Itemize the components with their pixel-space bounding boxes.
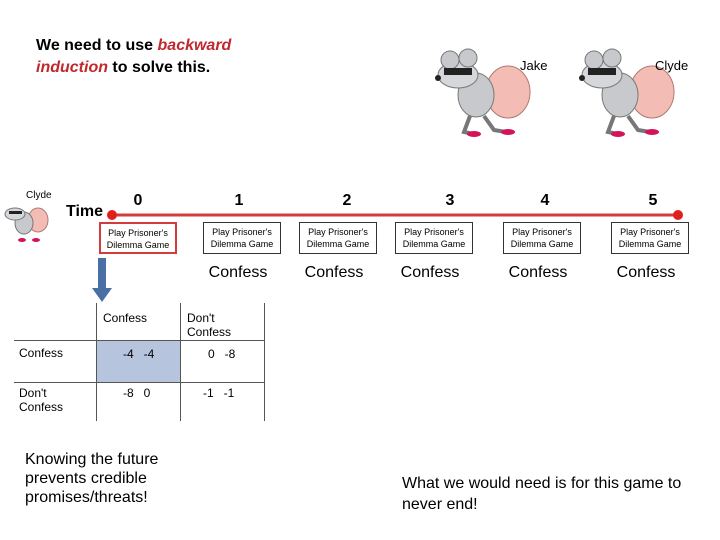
time-label: Time <box>66 203 104 220</box>
matrix-cell-dd: -1 -1 <box>203 386 235 400</box>
mouse-jake-icon <box>435 48 531 137</box>
move-2: Confess <box>304 264 364 281</box>
player-clyde-label: Clyde <box>655 58 689 73</box>
matrix-cell-cc: -4 -4 <box>123 347 155 361</box>
matrix-row-dont-confess: Don't Confess <box>19 386 64 414</box>
matrix-cell-cd: 0 -8 <box>208 347 236 361</box>
highlight-backward: backward <box>157 37 232 54</box>
player-small-clyde-label: Clyde <box>26 190 52 201</box>
mouse-clyde-icon <box>579 48 675 137</box>
tick-1: 1 <box>234 192 244 209</box>
tick-3: 3 <box>445 192 455 209</box>
tick-5: 5 <box>648 192 658 209</box>
move-1: Confess <box>208 264 268 281</box>
stage-box-3: Play Prisoner's Dilemma Game <box>395 222 473 254</box>
stage-box-0: Play Prisoner's Dilemma Game <box>99 222 177 254</box>
move-4: Confess <box>508 264 568 281</box>
tick-2: 2 <box>342 192 352 209</box>
timeline <box>107 210 683 220</box>
highlight-induction: induction <box>36 59 108 76</box>
matrix-cell-dc: -8 0 <box>123 386 151 400</box>
matrix-col-confess: Confess <box>103 311 148 325</box>
down-arrow-icon <box>92 258 112 302</box>
tick-0: 0 <box>133 192 143 209</box>
matrix-row-confess: Confess <box>19 346 64 360</box>
stage-box-2: Play Prisoner's Dilemma Game <box>299 222 377 254</box>
slide-title: We need to use backward induction to sol… <box>36 37 232 76</box>
player-jake-label: Jake <box>520 58 548 73</box>
stage-box-4: Play Prisoner's Dilemma Game <box>503 222 581 254</box>
stage-box-1: Play Prisoner's Dilemma Game <box>203 222 281 254</box>
note-left: Knowing the future prevents credible pro… <box>25 451 159 506</box>
matrix-col-dont-confess: Don't Confess <box>187 311 232 339</box>
equilibrium-cell-highlight <box>96 340 180 382</box>
timeline-start-dot <box>107 210 117 220</box>
move-5: Confess <box>616 264 676 281</box>
mouse-small-clyde-icon <box>4 207 49 242</box>
timeline-end-dot <box>673 210 683 220</box>
stage-box-5: Play Prisoner's Dilemma Game <box>611 222 689 254</box>
tick-4: 4 <box>540 192 550 209</box>
note-right: What we would need is for this game to n… <box>402 475 682 513</box>
move-3: Confess <box>400 264 460 281</box>
